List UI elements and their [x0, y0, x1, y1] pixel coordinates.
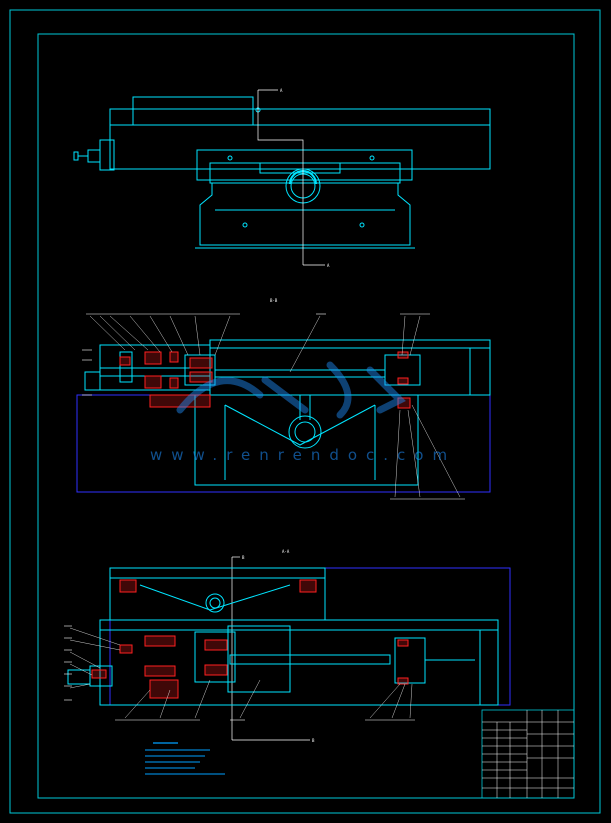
watermark-text: www.renrendoc.com	[150, 446, 456, 464]
section-marker-a-top: A	[280, 88, 283, 93]
inner-frame	[37, 33, 575, 799]
middle-view	[76, 315, 491, 498]
bottom-leader-labels	[64, 625, 415, 721]
bottom-view	[67, 567, 511, 719]
view-title-aa: A-A	[282, 549, 290, 554]
view-title-bb: B-B	[270, 298, 278, 303]
section-marker-b-bottom: B	[312, 738, 315, 743]
watermark: www.renrendoc.com	[150, 361, 456, 464]
section-line-a	[257, 89, 325, 266]
section-marker-b-top: B	[242, 555, 245, 560]
outer-frame	[9, 9, 601, 814]
title-block	[481, 709, 575, 799]
section-line-b	[231, 556, 310, 741]
middle-leader-labels	[82, 313, 465, 500]
watermark-logo-icon	[176, 361, 406, 419]
top-view	[73, 96, 491, 249]
section-marker-a-bottom: A	[327, 263, 330, 268]
notes-block	[145, 742, 225, 775]
